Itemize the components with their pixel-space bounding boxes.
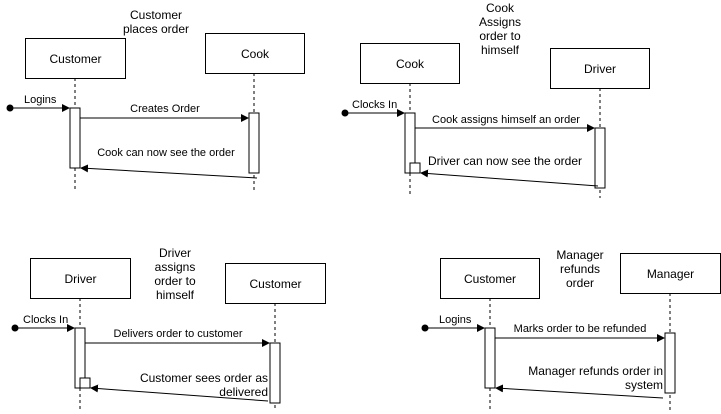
return-arrow [80, 164, 258, 179]
return-arrow [90, 384, 269, 402]
request-label: Cook assigns himself an order [432, 114, 580, 126]
return-label: Cook can now see the order [97, 147, 235, 159]
diagram-manager-refunds-order [421, 293, 676, 410]
diagram-driver-delivers-order [11, 298, 281, 410]
participant-box-b: Cook [205, 33, 305, 74]
activation-customer [269, 342, 281, 404]
activation-driver [594, 127, 606, 189]
participant-box-b: Driver [550, 48, 650, 89]
diagram-cook-assigns-order [341, 83, 606, 198]
start-node [341, 109, 349, 117]
participant-box-a: Customer [25, 38, 126, 79]
request-label: Delivers order to customer [113, 328, 243, 340]
activation-customer [484, 327, 496, 389]
start-label: Logins [24, 94, 57, 106]
diagram-customer-places-order [6, 73, 260, 190]
activation-manager [664, 332, 676, 394]
start-node [6, 104, 14, 112]
start-node [11, 324, 19, 332]
return-label: Manager refunds order in system [528, 364, 663, 392]
request-label: Marks order to be refunded [513, 323, 647, 335]
participant-box-b: Manager [620, 253, 721, 294]
request-label: Creates Order [130, 103, 200, 115]
return-label: Driver can now see the order [427, 154, 583, 168]
participant-box-a: Driver [30, 258, 131, 299]
participant-box-a: Cook [360, 43, 460, 84]
return-arrow [495, 384, 664, 399]
start-label: Logins [439, 314, 472, 326]
diagram-note: Customer places order [122, 8, 190, 36]
return-arrow [420, 169, 599, 187]
activation-cook [248, 112, 260, 174]
activation-cook-self [409, 162, 421, 174]
diagram-note: Cook Assigns order to himself [478, 1, 522, 57]
start-label: Clocks In [352, 99, 398, 111]
return-label: Customer sees order as delivered [139, 371, 268, 399]
diagram-note: Driver assigns order to himself [154, 246, 196, 302]
activation-driver-self [79, 377, 91, 389]
start-label: Clocks In [23, 314, 69, 326]
participant-box-b: Customer [225, 263, 326, 304]
participant-box-a: Customer [440, 258, 540, 299]
diagram-note: Manager refunds order [556, 248, 604, 290]
activation-customer [69, 107, 81, 169]
start-node [421, 324, 429, 332]
